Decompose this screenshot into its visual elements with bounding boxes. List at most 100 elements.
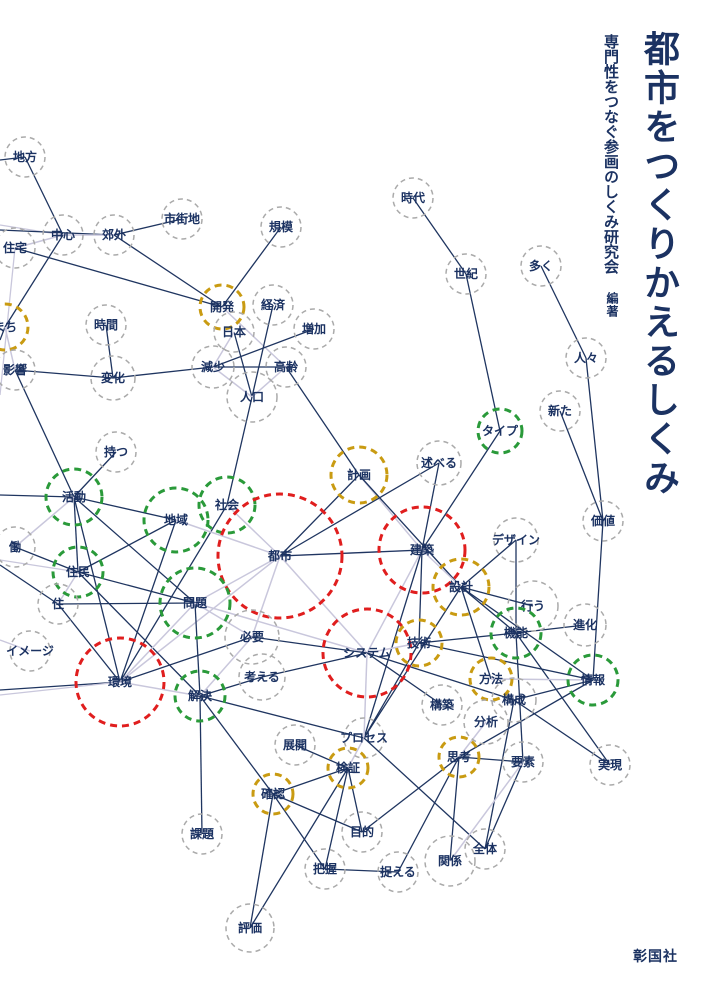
node-kensho: 検証	[326, 746, 370, 790]
node-kachi: 価値	[582, 500, 624, 542]
node-circle	[224, 609, 280, 665]
diagram-edge	[14, 234, 64, 249]
node-label: 働	[8, 539, 21, 554]
node-label: 人口	[240, 389, 264, 404]
node-circle	[326, 746, 370, 790]
node-circle	[445, 253, 487, 295]
node-circle	[274, 724, 316, 766]
diagram-edge	[199, 636, 253, 697]
node-shigaichi: 市街地	[161, 198, 203, 240]
node-label: 中心	[51, 227, 75, 242]
edge-layer	[0, 156, 611, 929]
diagram-edge	[347, 767, 363, 833]
diagram-edge	[0, 639, 31, 652]
node-circle	[93, 214, 135, 256]
diagram-edge	[366, 652, 515, 701]
diagram-edge	[361, 756, 460, 833]
node-circle	[520, 245, 562, 287]
diagram-edge	[0, 564, 59, 605]
node-label: 建築	[409, 542, 435, 557]
node-sekkei: 設計	[431, 557, 491, 617]
node-label: 必要	[239, 629, 264, 644]
node-label: 活動	[62, 489, 86, 504]
node-circle	[589, 744, 631, 786]
node-label: 方法	[479, 671, 503, 686]
node-label: 関係	[438, 853, 462, 868]
node-circle	[198, 283, 246, 331]
diagram-edge	[363, 586, 462, 739]
node-tenkai: 展開	[274, 724, 316, 766]
node-koureii: 高齢	[265, 346, 307, 388]
node-label: 人々	[574, 350, 598, 365]
diagram-edge	[0, 156, 26, 161]
node-label: 分析	[474, 714, 498, 729]
node-circle	[74, 636, 166, 728]
diagram-edge	[363, 652, 368, 739]
node-hyouka: 評価	[225, 903, 275, 953]
diagram-edge	[418, 549, 423, 644]
node-kousei: 構成	[491, 677, 537, 723]
diagram-edge	[119, 519, 177, 683]
diagram-edge	[363, 737, 486, 850]
node-circle	[226, 371, 278, 423]
node-circle	[489, 606, 543, 660]
node-circle	[565, 337, 607, 379]
diagram-edge	[490, 678, 594, 681]
node-kakunin: 確認	[251, 772, 295, 816]
diagram-edge	[14, 369, 75, 498]
diagram-edge	[73, 496, 79, 573]
node-kibo: 規模	[260, 206, 302, 248]
diagram-edge	[199, 695, 203, 835]
node-circle	[293, 308, 335, 350]
node-label: 住宅	[3, 240, 27, 255]
diagram-edge	[324, 868, 399, 873]
node-label: 述べる	[421, 455, 457, 470]
node-circle	[265, 346, 307, 388]
node-label: 時間	[94, 317, 118, 332]
node-genshou: 減少	[191, 345, 235, 389]
diagram-edge	[14, 496, 75, 548]
node-circle	[424, 835, 476, 887]
node-houhou: 方法	[468, 656, 514, 702]
node-kaiketsu: 解決	[173, 669, 227, 723]
diagram-edge	[194, 555, 281, 604]
node-label: 環境	[108, 674, 132, 689]
node-label: 都市	[267, 548, 292, 563]
node-jutaku: 住宅	[0, 227, 36, 269]
node-jumin: 住民	[51, 545, 105, 599]
node-label: 住	[52, 596, 64, 611]
node-label: システム	[343, 646, 391, 660]
diagram-edge	[251, 555, 281, 638]
node-label: 情報	[581, 672, 606, 687]
node-label: 開発	[210, 299, 235, 314]
diagram-edge	[119, 504, 228, 683]
diagram-edge	[249, 793, 274, 929]
node-label: 減少	[201, 359, 225, 374]
node-okonau: 行う	[507, 580, 559, 632]
node-chushin: 中心	[42, 214, 84, 256]
diagram-edge	[251, 366, 287, 398]
node-circle	[197, 475, 257, 535]
diagram-edge	[513, 679, 594, 701]
node-kenchiku: 建築	[377, 505, 467, 595]
author-group: 専門性をつなぐ参画のしくみ研究会	[602, 34, 620, 274]
node-label: 全体	[472, 841, 498, 856]
diagram-edge	[199, 695, 365, 739]
node-label: 社会	[214, 497, 240, 512]
node-label: 新た	[548, 403, 572, 418]
node-zentai: 全体	[464, 828, 506, 870]
diagram-edge	[4, 234, 64, 328]
diagram-edge	[294, 744, 349, 769]
node-circle	[431, 557, 491, 617]
node-label: 実現	[598, 757, 622, 772]
node-label: 要素	[511, 754, 535, 769]
node-circle	[158, 566, 232, 640]
node-circle	[0, 526, 36, 568]
node-circle	[173, 669, 227, 723]
node-hataraku: 働	[0, 526, 36, 568]
diagram-edge	[249, 767, 349, 929]
diagram-edge	[119, 681, 201, 697]
node-label: 把握	[313, 861, 337, 876]
node-circle	[304, 848, 346, 890]
node-circle	[260, 206, 302, 248]
